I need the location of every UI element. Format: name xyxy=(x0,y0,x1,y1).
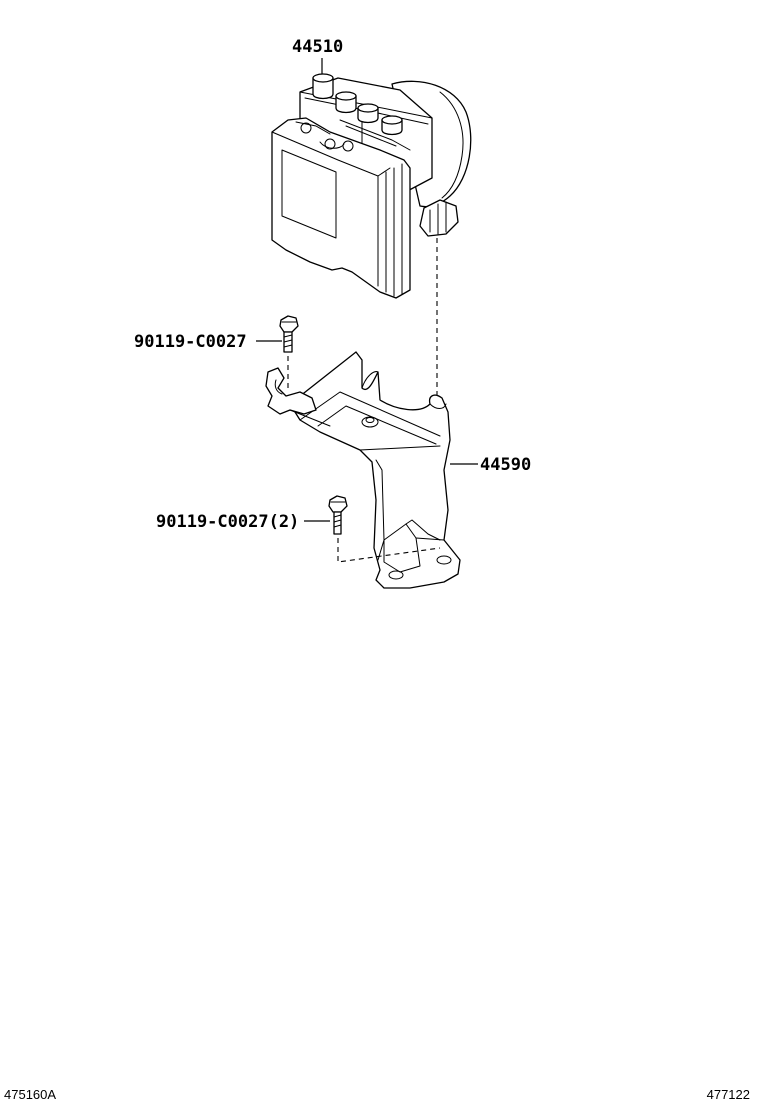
label-44590: 44590 xyxy=(480,455,531,475)
diagram-code-right: 477122 xyxy=(706,1087,750,1102)
bracket xyxy=(265,351,461,589)
alignment-line-bolt-lower xyxy=(337,538,441,563)
bolt-lower xyxy=(328,495,348,535)
port-caps xyxy=(312,73,403,136)
label-44510: 44510 xyxy=(292,37,343,57)
label-bolt-upper: 90119-C0027 xyxy=(134,332,247,352)
label-bolt-lower: 90119-C0027(2) xyxy=(156,512,299,532)
bolt-upper xyxy=(279,315,299,353)
diagram-code-left: 475160A xyxy=(4,1087,57,1102)
abs-actuator xyxy=(271,73,472,299)
